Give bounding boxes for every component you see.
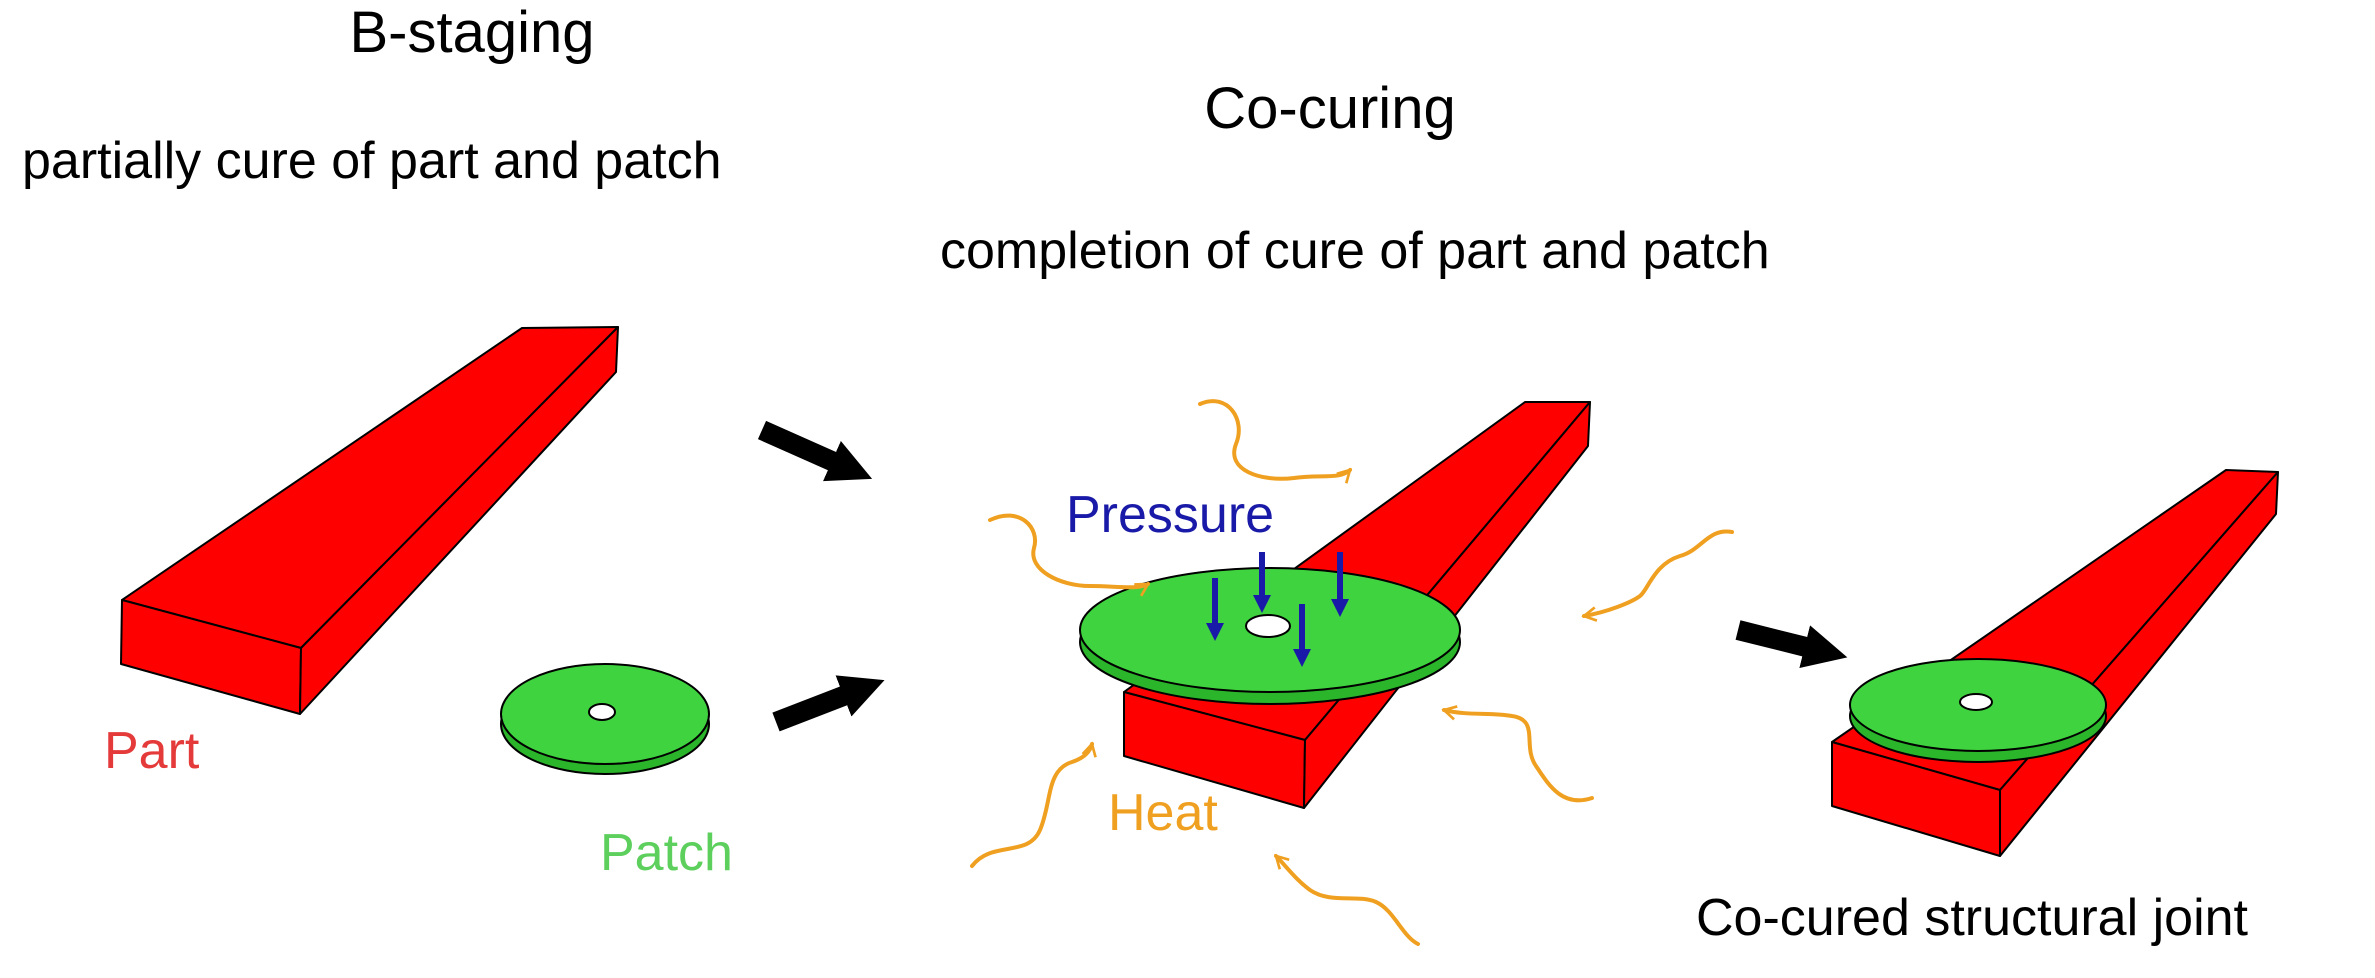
heat-arrow bbox=[1584, 529, 1734, 616]
patch-2 bbox=[1079, 567, 1461, 705]
patch-label: Patch bbox=[600, 824, 733, 882]
heat-arrow bbox=[1198, 399, 1352, 479]
pressure-arrows bbox=[1206, 552, 1349, 667]
b-staging-title: B-staging bbox=[349, 0, 594, 65]
part-1 bbox=[120, 326, 619, 715]
patch-1 bbox=[500, 663, 710, 775]
heat-arrow bbox=[1274, 854, 1420, 946]
part-3 bbox=[1831, 469, 2279, 857]
heat-arrow bbox=[970, 744, 1092, 868]
part-1-side-face bbox=[299, 326, 619, 715]
heat-arrow bbox=[1444, 710, 1594, 803]
result-label: Co-cured structural joint bbox=[1696, 889, 2249, 947]
patch-2-hole bbox=[1245, 614, 1291, 638]
co-curing-subtitle: completion of cure of part and patch bbox=[940, 222, 1770, 280]
part-3-side-face bbox=[1999, 471, 2279, 857]
part-label: Part bbox=[104, 722, 200, 780]
pressure-label: Pressure bbox=[1066, 486, 1274, 544]
process-arrow-part bbox=[757, 420, 873, 482]
co-curing-title: Co-curing bbox=[1204, 76, 1455, 141]
b-staging-subtitle: partially cure of part and patch bbox=[22, 132, 722, 190]
heat-arrows bbox=[970, 399, 1734, 946]
heat-arrow bbox=[988, 513, 1148, 588]
process-arrow-patch bbox=[772, 675, 885, 732]
heat-label: Heat bbox=[1108, 784, 1218, 842]
process-arrow-result bbox=[1735, 620, 1848, 669]
patch-1-hole bbox=[588, 703, 616, 721]
patch-3-hole bbox=[1959, 693, 1993, 711]
part-2-side-face bbox=[1303, 401, 1591, 809]
patch-3 bbox=[1849, 658, 2107, 763]
